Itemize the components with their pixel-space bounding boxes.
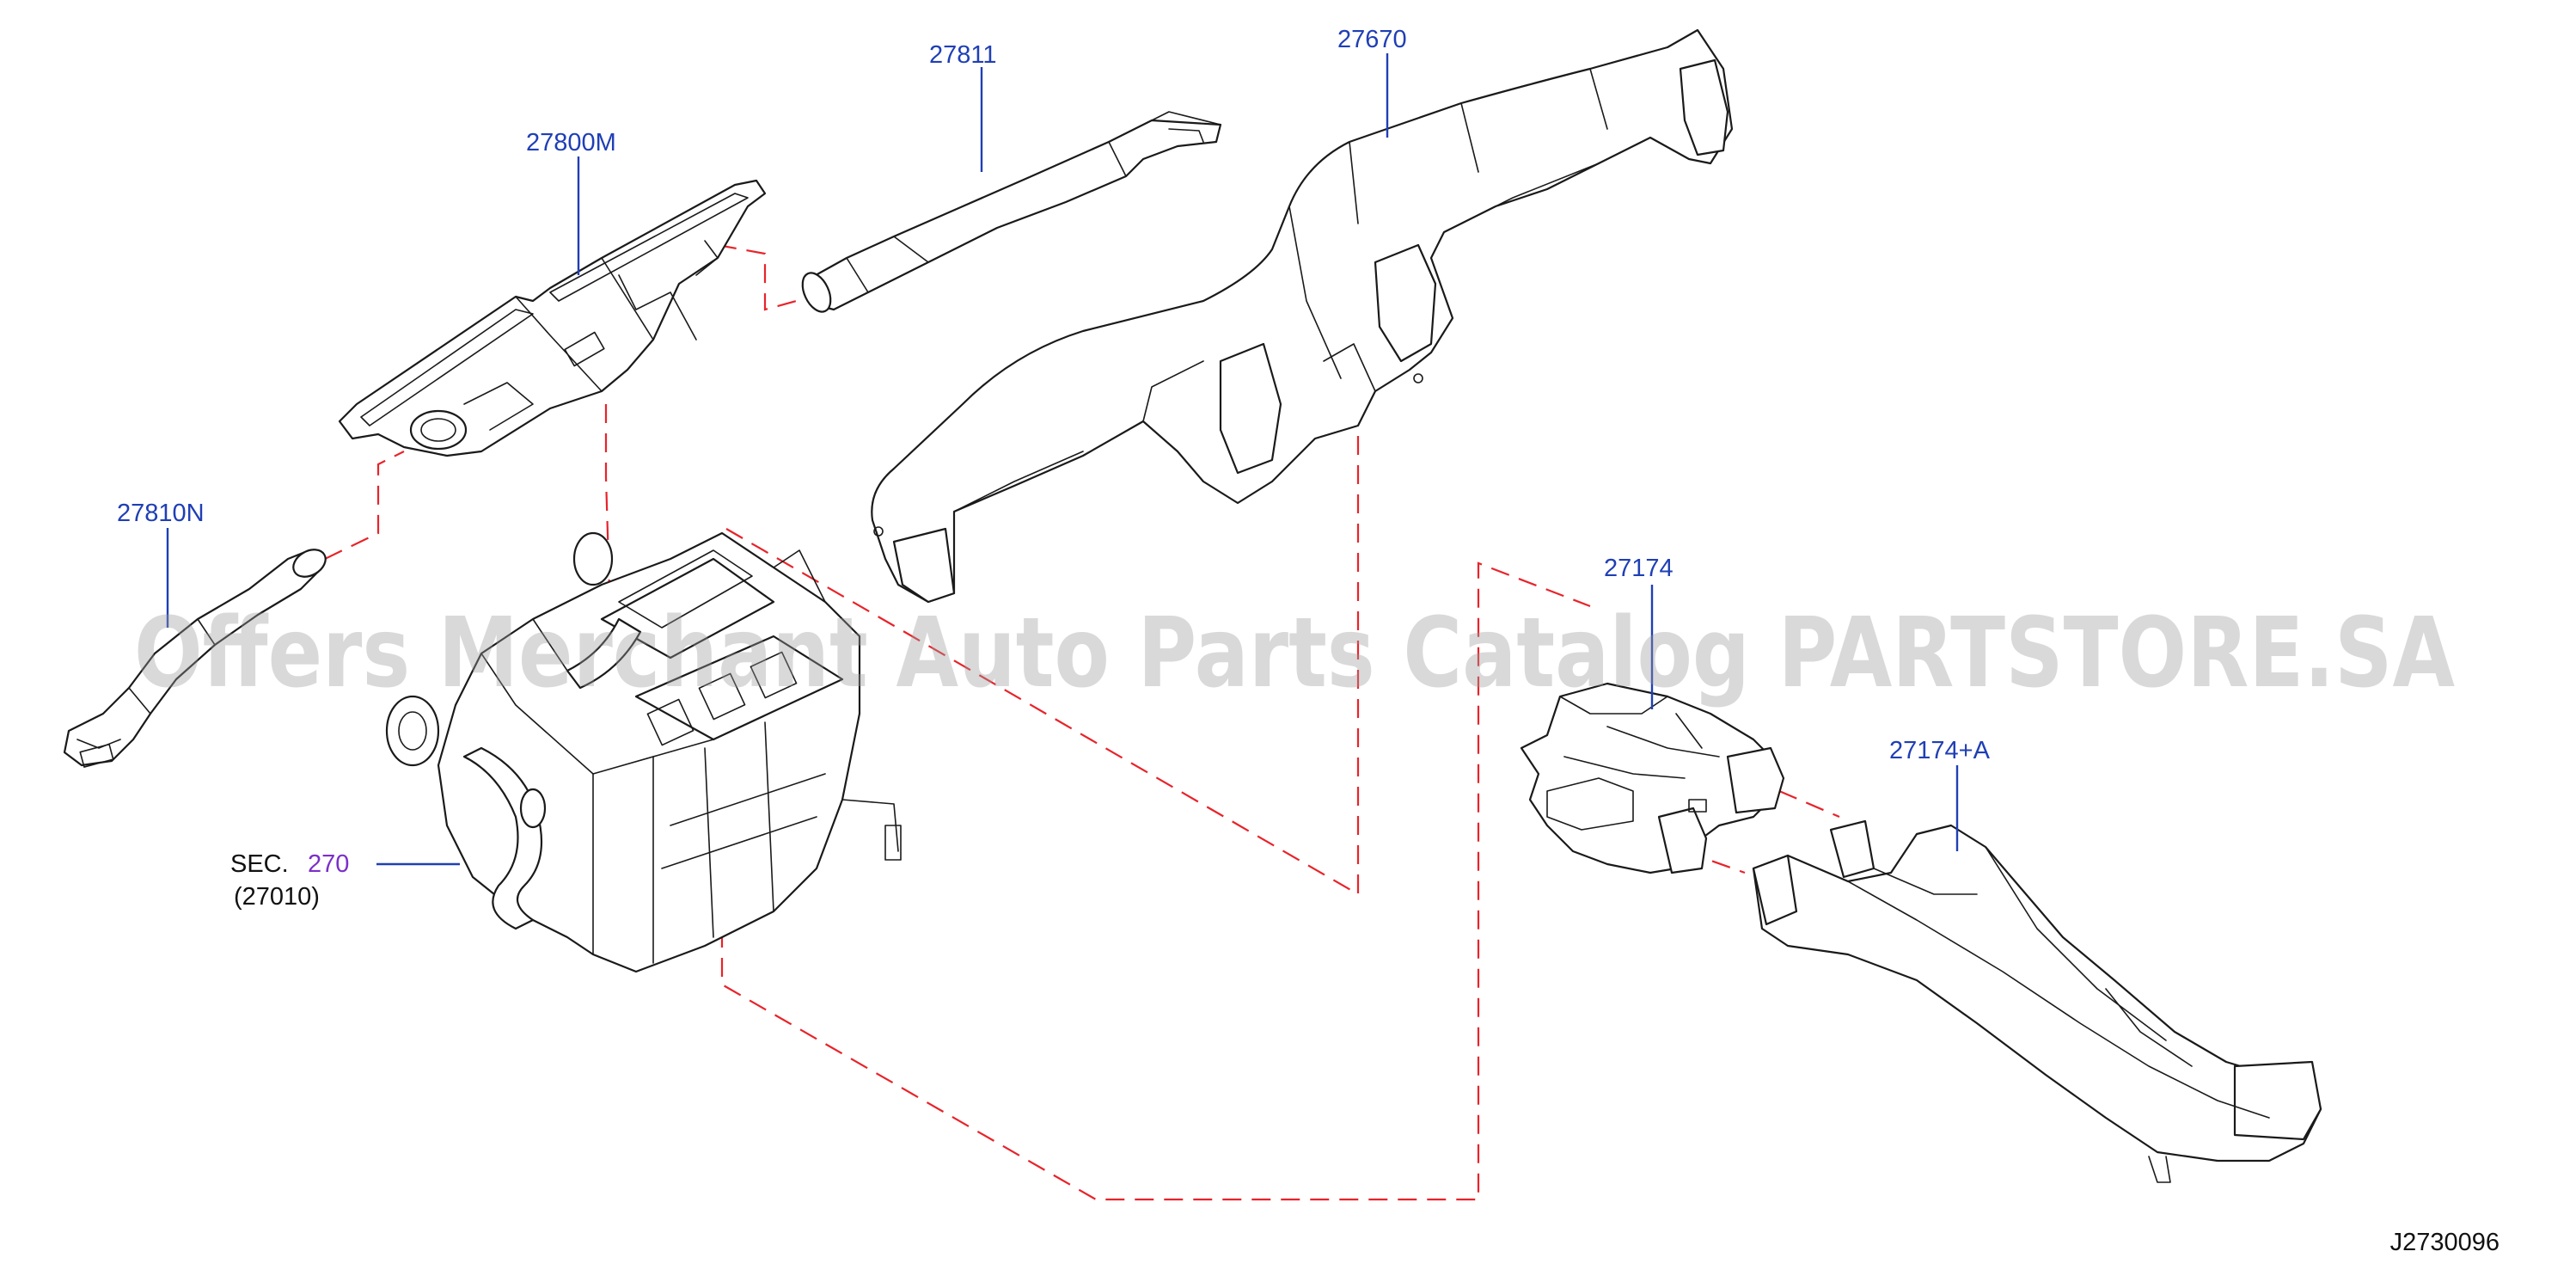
part-27670-drawing	[871, 28, 1734, 604]
section-reference: SEC. 270 (27010)	[230, 850, 349, 911]
link-27810N-27800M	[324, 451, 405, 560]
heater-unit-drawing	[385, 531, 902, 973]
callout-27811: 27811	[929, 41, 997, 69]
link-27800M-27811	[717, 243, 813, 311]
part-27800M-drawing	[338, 179, 767, 457]
part-27811-drawing	[801, 111, 1222, 313]
sec-prefix: SEC.	[230, 850, 289, 878]
callout-27670: 27670	[1337, 26, 1407, 53]
callout-27800M: 27800M	[526, 129, 616, 156]
sec-number-link[interactable]: 270	[308, 850, 349, 878]
part-27810N-drawing	[63, 549, 327, 768]
callout-27174A: 27174+A	[1889, 737, 1991, 764]
callout-labels: 27800M 27811 27670 27810N 27174 27174+A	[117, 26, 1991, 764]
callout-27174: 27174	[1604, 555, 1673, 582]
sec-sub-number: (27010)	[234, 883, 320, 911]
part-27174-drawing	[1520, 682, 1785, 874]
link-heater-27174	[720, 561, 1591, 1201]
connection-lines	[324, 243, 1840, 1201]
callout-27810N: 27810N	[117, 500, 205, 527]
diagram-code: J2730096	[2390, 1229, 2500, 1256]
link-heater-27670	[725, 434, 1360, 896]
leader-lines	[166, 53, 1959, 866]
link-27174-duct	[1778, 789, 1840, 819]
part-27174A-drawing	[1752, 819, 2322, 1183]
link-27800M-heater	[604, 404, 612, 620]
watermark-text: Offers Merchant Auto Parts Catalog PARTS…	[134, 598, 2455, 709]
